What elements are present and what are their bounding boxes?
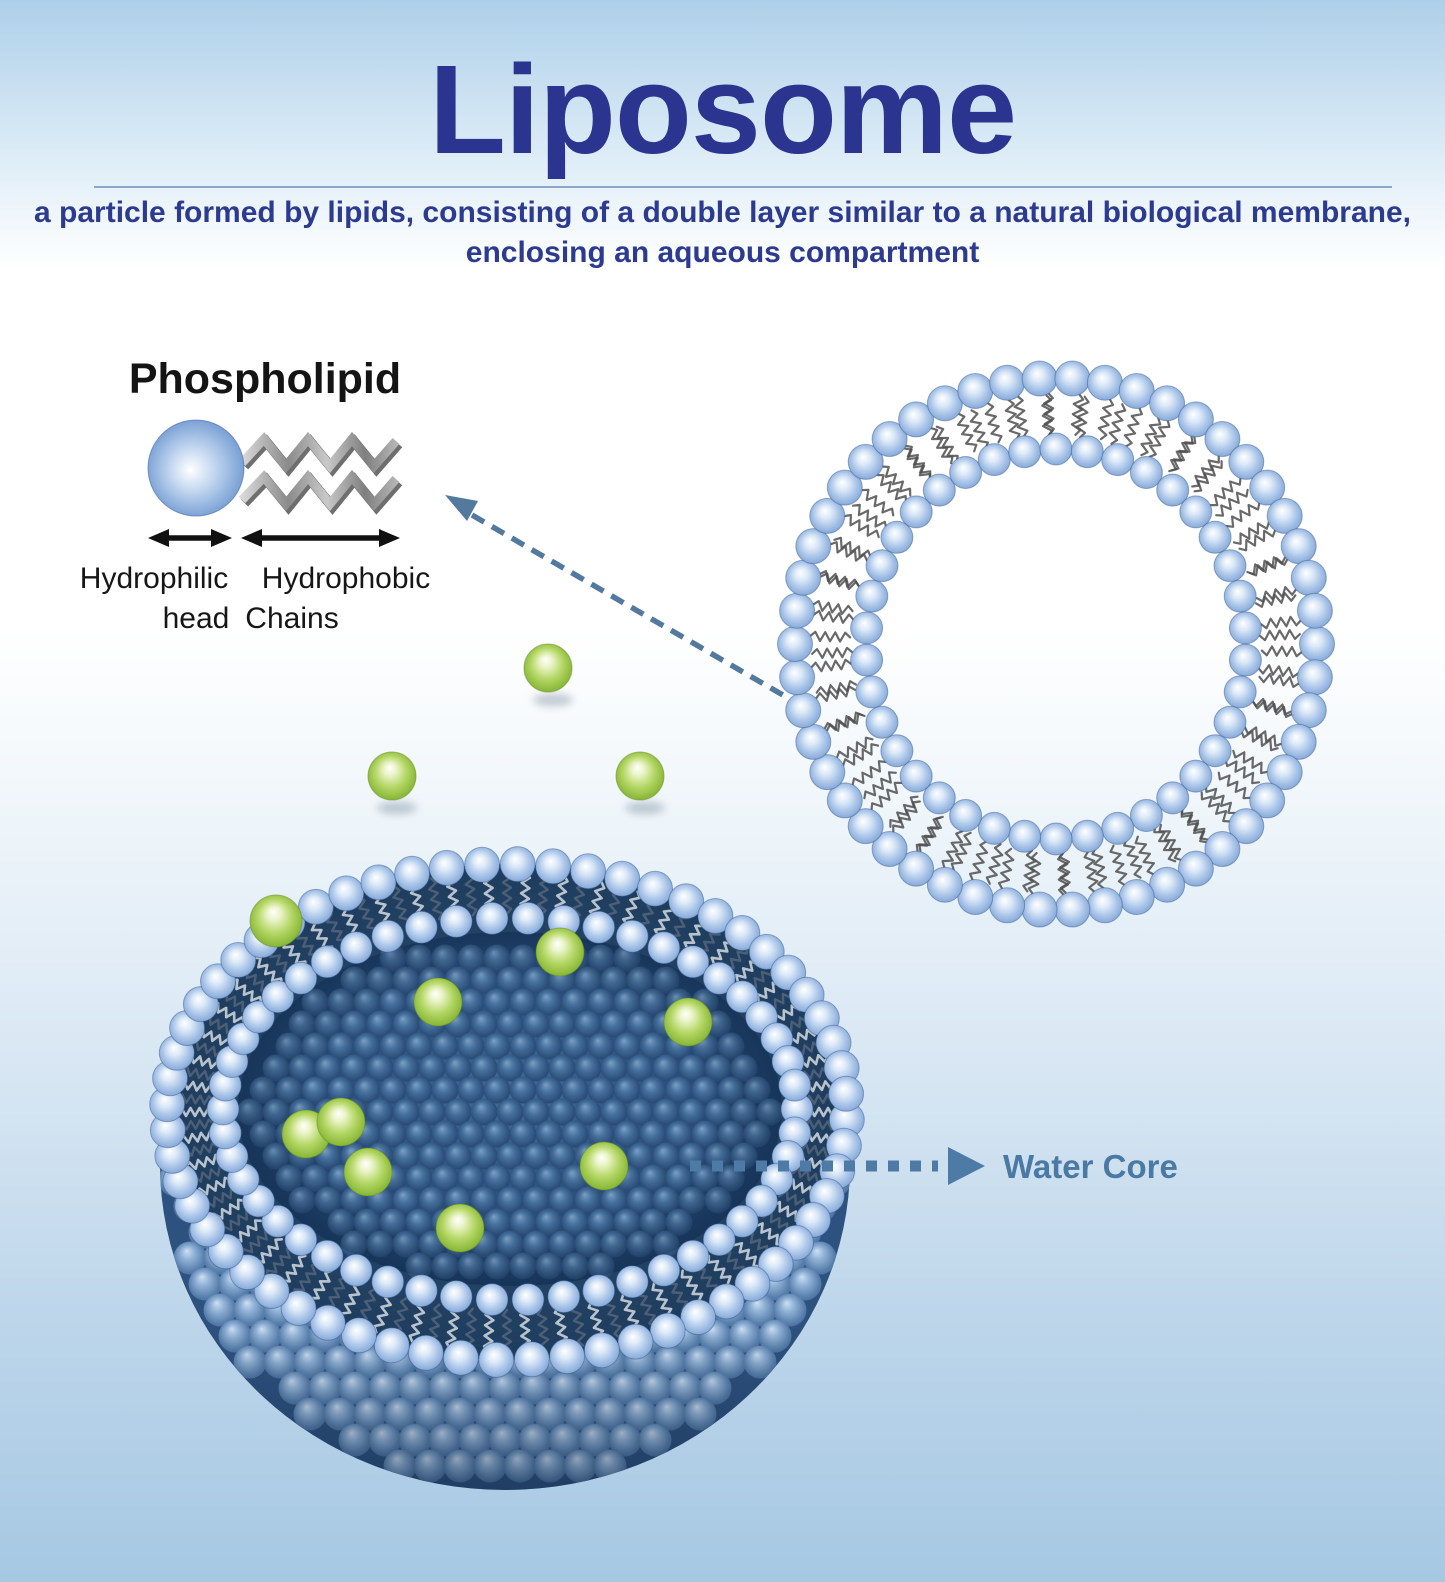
free-drug-spheres: [367, 643, 665, 815]
liposome-3d-cutaway: [149, 846, 865, 1490]
outer-headgroup-ring: [149, 846, 865, 1378]
title-separator-line: [94, 186, 1392, 188]
subtitle-line-2: enclosing an aqueous compartment: [465, 236, 980, 270]
inner-headgroup-ring: [206, 901, 814, 1317]
chains-label: Chains: [245, 602, 339, 635]
encapsulated-drug-spheres: [249, 894, 713, 1253]
subtitle-line-1: a particle formed by lipids, consisting …: [34, 196, 1411, 229]
subtitle: a particle formed by lipids, consisting …: [0, 193, 1445, 273]
liposome-cross-section: [777, 360, 1335, 928]
hydrophilic-label: Hydrophilic: [79, 562, 229, 595]
water-core-label: Water Core: [1003, 1148, 1178, 1185]
water-core-pointer-arrow: [690, 1147, 985, 1185]
phospholipid-label: Phospholipid: [128, 355, 402, 403]
head-label: head: [162, 602, 230, 635]
phospholipid-figure: [147, 419, 403, 547]
hydrophobic-label: Hydrophobic: [261, 562, 431, 595]
phospholipid-pointer-arrow: [445, 495, 790, 701]
page-title: Liposome: [428, 39, 1017, 180]
water-core: [236, 932, 784, 1286]
